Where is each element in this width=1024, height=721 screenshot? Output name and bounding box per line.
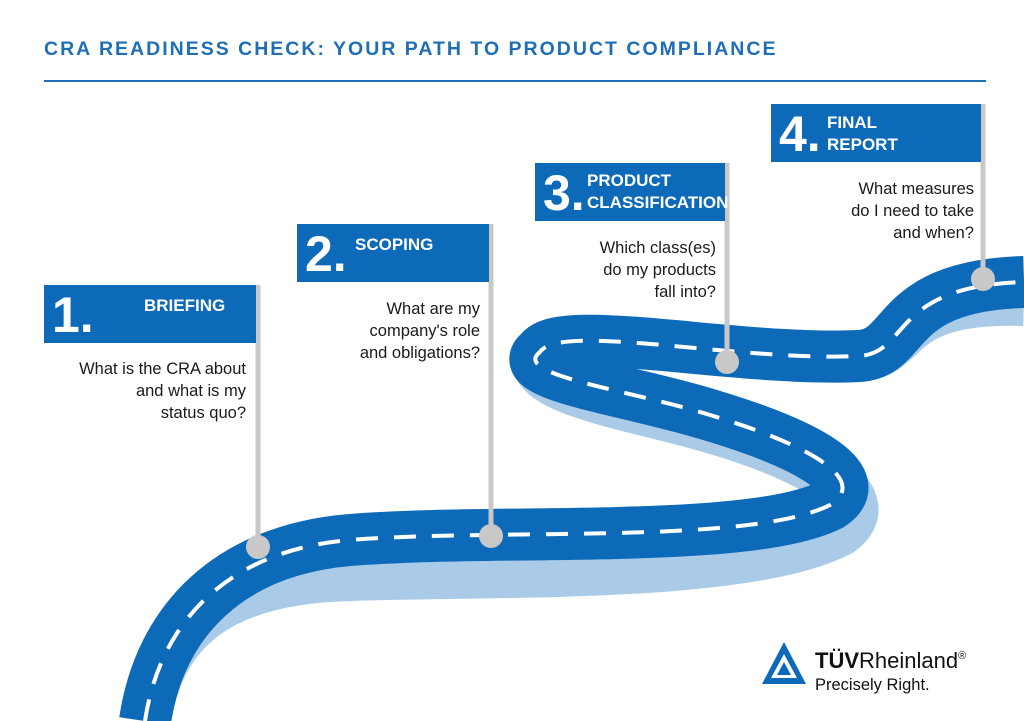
- step-4-question: What measures do I need to take and when…: [851, 180, 974, 242]
- step-3-label: PRODUCT CLASSIFICATION: [587, 171, 729, 212]
- step-3-question: Which class(es) do my products fall into…: [599, 239, 716, 301]
- step-4-number: 4.: [779, 106, 821, 162]
- tuv-rheinland-logo: TÜVRheinland® Precisely Right.: [760, 634, 1000, 698]
- step-2-number: 2.: [305, 226, 347, 282]
- step-1-label: BRIEFING: [144, 296, 226, 315]
- brand-tagline: Precisely Right.: [815, 676, 930, 694]
- milestone-marker-1: [246, 535, 270, 559]
- milestone-marker-3: [715, 350, 739, 374]
- step-4-label: FINAL REPORT: [827, 113, 898, 154]
- road-center-line: [143, 280, 1024, 721]
- page-title: CRA READINESS CHECK: YOUR PATH TO PRODUC…: [44, 38, 778, 60]
- milestone-marker-4: [971, 267, 995, 291]
- step-3-number: 3.: [543, 165, 585, 221]
- step-2-label: SCOPING: [355, 235, 434, 254]
- milestone-marker-2: [479, 524, 503, 548]
- step-3-flag: 3. PRODUCT CLASSIFICATION: [535, 163, 729, 221]
- step-1-number: 1.: [52, 287, 94, 343]
- title-divider: [44, 80, 986, 82]
- tuv-triangle-icon: [762, 642, 806, 684]
- step-4-flag: 4. FINAL REPORT: [771, 104, 981, 162]
- step-2-flag: 2. SCOPING: [297, 224, 489, 282]
- step-1-question: What is the CRA about and what is my sta…: [79, 360, 246, 422]
- step-2-question: What are my company's role and obligatio…: [359, 300, 480, 362]
- brand-name: TÜVRheinland®: [815, 648, 967, 673]
- step-1-flag: 1. BRIEFING: [44, 285, 256, 343]
